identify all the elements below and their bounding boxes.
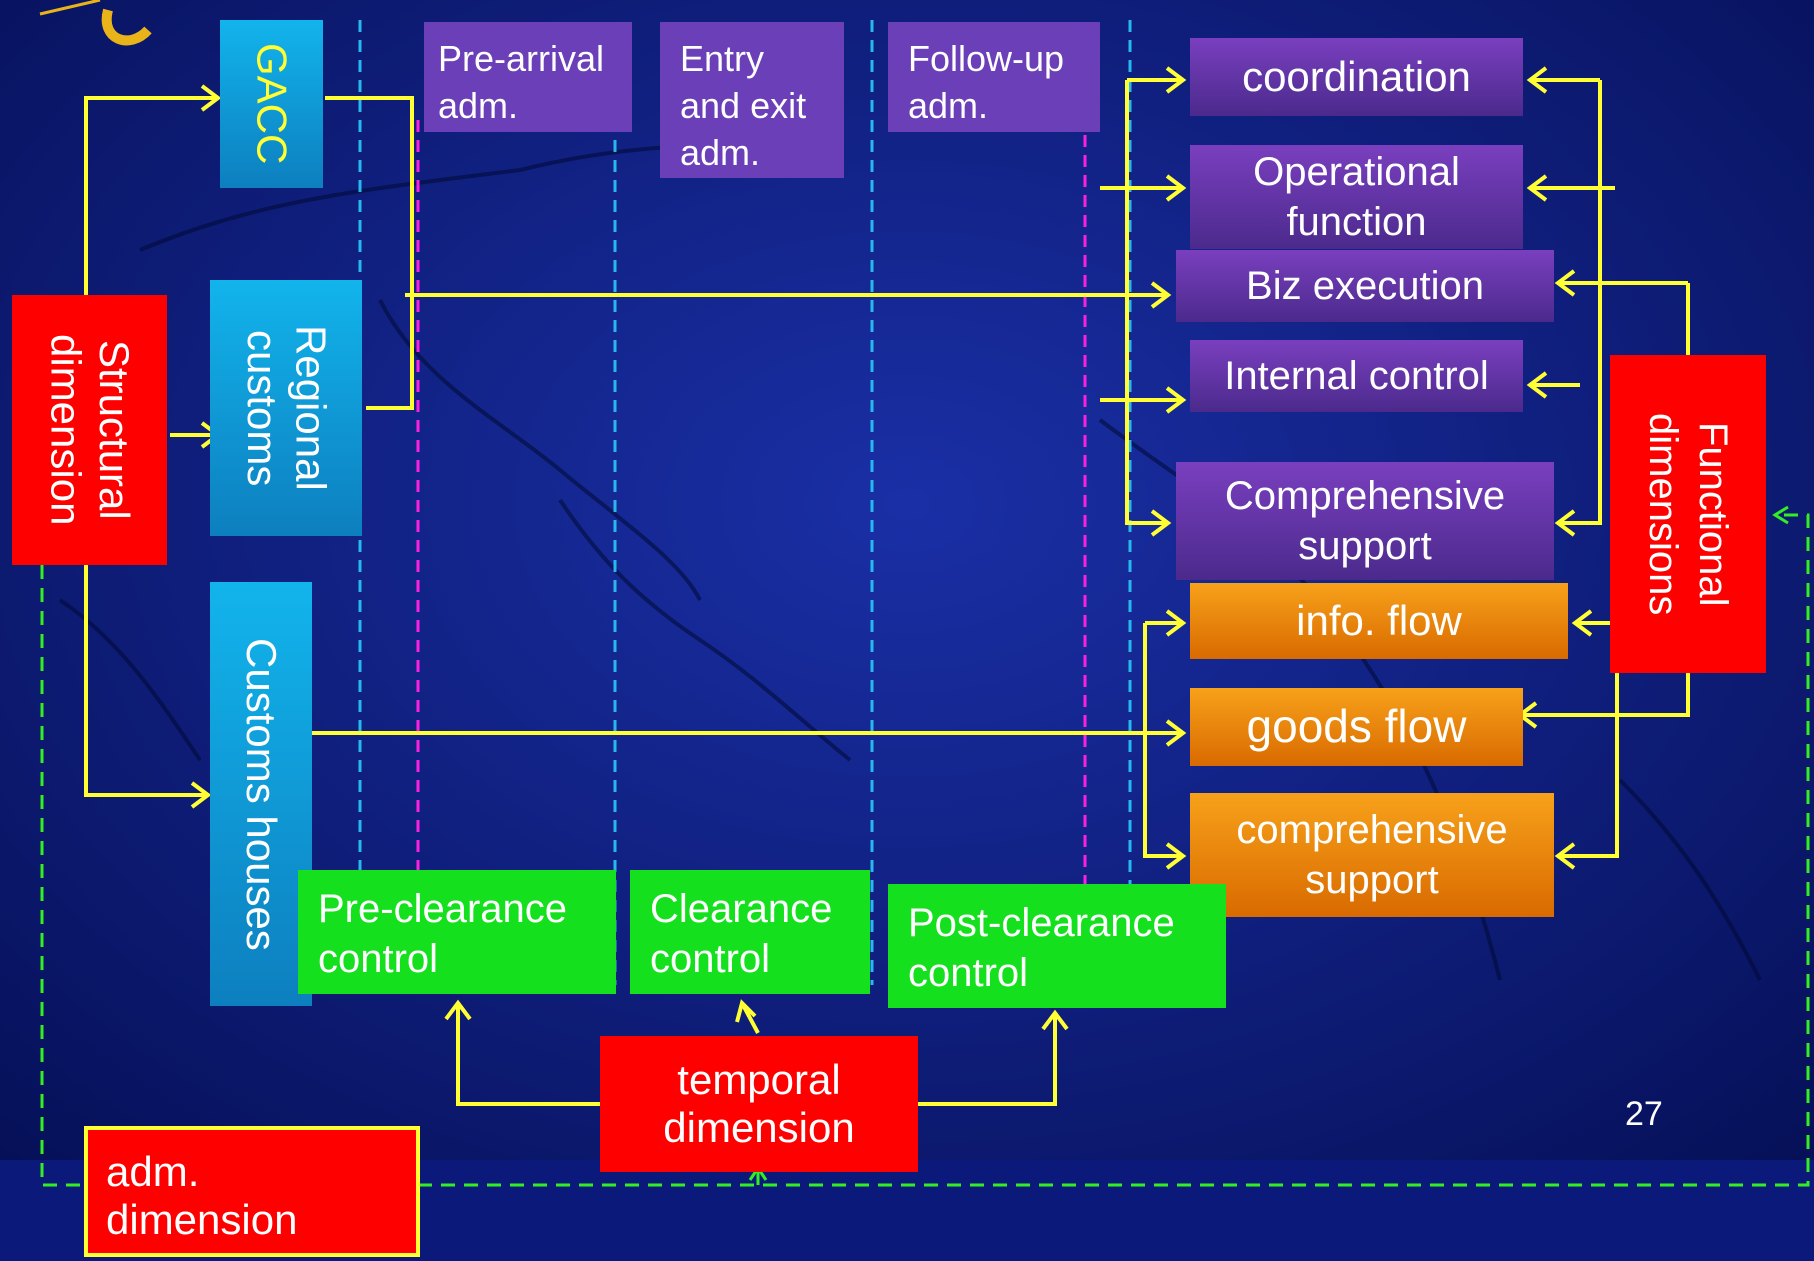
functional-dimensions-box: Functional dimensions xyxy=(1610,355,1766,673)
clearance-control-box: Clearance control xyxy=(630,870,870,994)
coordination-label: coordination xyxy=(1242,52,1471,100)
phase-entry-exit-label: Entry and exit adm. xyxy=(680,38,807,173)
goods-flow-label: goods flow xyxy=(1246,700,1467,753)
gacc-box: GACC xyxy=(220,20,323,188)
temporal-dimension-label: temporal dimension xyxy=(663,1055,855,1151)
page-number-label: 27 xyxy=(1625,1095,1663,1133)
customs-houses-box: Customs houses xyxy=(210,582,312,1006)
decorative-ring-icon xyxy=(39,0,152,46)
functional-dimensions-label: Functional dimensions xyxy=(1641,412,1735,616)
yellow-connectors xyxy=(84,78,1690,1106)
goods-flow-box: goods flow xyxy=(1190,688,1523,766)
internal-control-label: Internal control xyxy=(1224,354,1489,398)
structural-dimension-label: Structural dimension xyxy=(42,334,138,526)
customs-houses-label: Customs houses xyxy=(238,637,286,951)
gacc-label: GACC xyxy=(248,43,296,165)
adm-dimension-loop xyxy=(40,513,1810,1187)
info-flow-label: info. flow xyxy=(1296,596,1462,644)
phase-follow-up: Follow-up adm. xyxy=(888,22,1100,132)
structural-dimension-box: Structural dimension xyxy=(12,295,167,565)
post-clearance-control-label: Post-clearance control xyxy=(908,901,1175,995)
info-flow-box: info. flow xyxy=(1190,583,1568,659)
comprehensive-support-label: Comprehensive support xyxy=(1224,474,1506,568)
post-clearance-control-box: Post-clearance control xyxy=(888,884,1226,1008)
phase-inner-lines xyxy=(416,115,1087,985)
pre-clearance-control-label: Pre-clearance control xyxy=(318,887,568,981)
internal-control-box: Internal control xyxy=(1190,340,1523,412)
operational-function-box: Operational function xyxy=(1190,145,1523,249)
adm-loop-arrowhead xyxy=(1772,505,1789,525)
phase-pre-arrival-label: Pre-arrival adm. xyxy=(438,38,605,126)
coordination-box: coordination xyxy=(1190,38,1523,116)
comprehensive-support-box: Comprehensive support xyxy=(1176,462,1554,580)
adm-dimension-box: adm. dimension xyxy=(84,1126,420,1257)
regional-customs-label: Regional customs xyxy=(239,325,335,491)
operational-function-label: Operational function xyxy=(1253,150,1460,244)
biz-execution-box: Biz execution xyxy=(1176,250,1554,322)
comprehensive-support-orange-box: comprehensive support xyxy=(1190,793,1554,917)
page-number: 27 xyxy=(1625,1095,1705,1139)
temporal-dimension-box: temporal dimension xyxy=(600,1036,918,1172)
pre-clearance-control-box: Pre-clearance control xyxy=(298,870,616,994)
regional-customs-box: Regional customs xyxy=(210,280,362,536)
clearance-control-label: Clearance control xyxy=(650,887,833,981)
biz-execution-label: Biz execution xyxy=(1246,264,1484,308)
phase-entry-exit: Entry and exit adm. xyxy=(660,22,844,178)
comprehensive-support-orange-label: comprehensive support xyxy=(1236,808,1508,902)
adm-dimension-label: adm. dimension xyxy=(106,1148,298,1244)
phase-follow-up-label: Follow-up adm. xyxy=(908,38,1065,126)
phase-pre-arrival: Pre-arrival adm. xyxy=(424,22,632,132)
